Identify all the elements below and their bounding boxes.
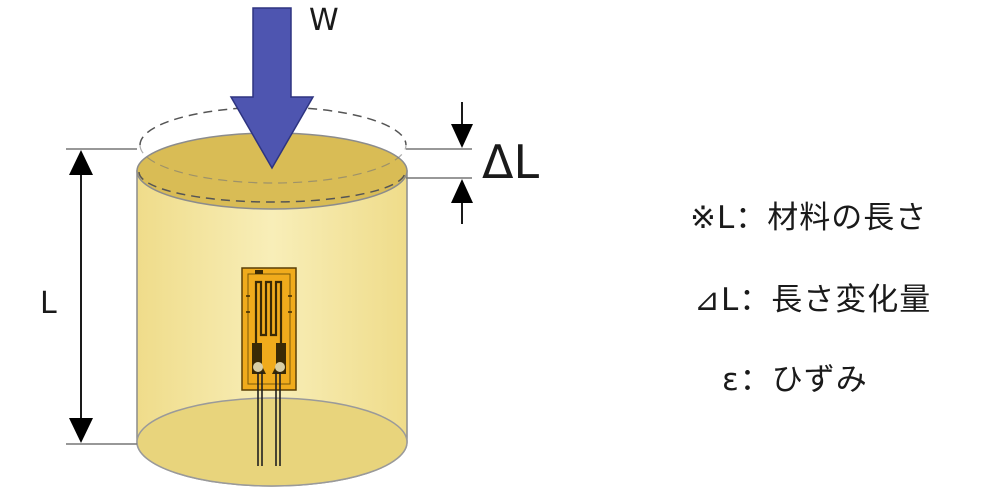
legend-item-length: ※L：材料の長さ xyxy=(690,200,928,236)
original-top-dashed-front xyxy=(139,144,407,184)
cylinder-bottom-face xyxy=(136,397,408,487)
load-label: W xyxy=(309,3,339,38)
down-arrow-icon xyxy=(229,7,315,170)
strain-gauge-icon xyxy=(241,267,297,466)
original-top-dashed xyxy=(139,106,407,146)
delta-dimension xyxy=(406,102,473,224)
legend-item-delta: ⊿L：長さ変化量 xyxy=(694,282,932,318)
deformed-top-dashed xyxy=(138,171,406,203)
legend-item-strain: ε：ひずみ xyxy=(722,362,868,398)
length-dimension xyxy=(66,148,137,445)
delta-label: ΔL xyxy=(482,135,539,189)
length-label: L xyxy=(40,286,57,321)
